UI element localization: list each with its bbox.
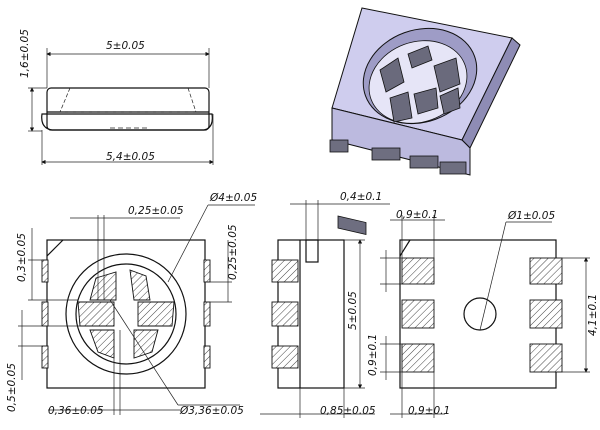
label-front-left-gap: 0,3±0.05 bbox=[16, 233, 28, 282]
label-top-width-outer: 5,4±0.05 bbox=[106, 151, 155, 163]
label-top-height: 1,6±0.05 bbox=[19, 29, 31, 78]
label-side-bottom: 0,85±0.05 bbox=[320, 405, 376, 417]
label-front-bottom-x: 0,36±0.05 bbox=[48, 405, 104, 417]
label-bottom-pad-width-top: 0,9±0.1 bbox=[396, 209, 438, 221]
isometric-view bbox=[329, 7, 521, 235]
label-bottom-hole: Ø1±0.05 bbox=[507, 210, 555, 222]
label-front-circle-outer: Ø4±0.05 bbox=[209, 192, 257, 204]
label-bottom-pad-height: 0,9±0.1 bbox=[367, 334, 379, 376]
label-bottom-pad-width-bottom: 0,9±0.1 bbox=[408, 405, 450, 417]
label-front-right-gap: 0,25±0.05 bbox=[227, 224, 239, 280]
label-front-offset: 0,25±0.05 bbox=[128, 205, 184, 217]
side-view: 0,4±0.1 5±0.05 0,85±0.05 bbox=[260, 191, 390, 418]
bottom-view: 0,9±0.1 Ø1±0.05 4,1±0.1 0,9±0.1 0,9±0.1 bbox=[367, 209, 599, 418]
front-view: 0,25±0.05 Ø4±0.05 0,3±0.05 0,25±0.05 0,5… bbox=[6, 192, 257, 417]
label-front-circle-inner: Ø3,36±0.05 bbox=[179, 405, 244, 417]
label-side-top: 0,4±0.1 bbox=[340, 191, 382, 203]
label-front-bottom-left: 0,5±0.05 bbox=[6, 363, 18, 412]
label-bottom-height: 4,1±0.1 bbox=[587, 294, 599, 336]
label-top-width-inner: 5±0.05 bbox=[106, 40, 145, 52]
label-side-height: 5±0.05 bbox=[347, 291, 359, 330]
profile-view: 5±0.05 5,4±0.05 1,6±0.05 bbox=[19, 29, 214, 165]
